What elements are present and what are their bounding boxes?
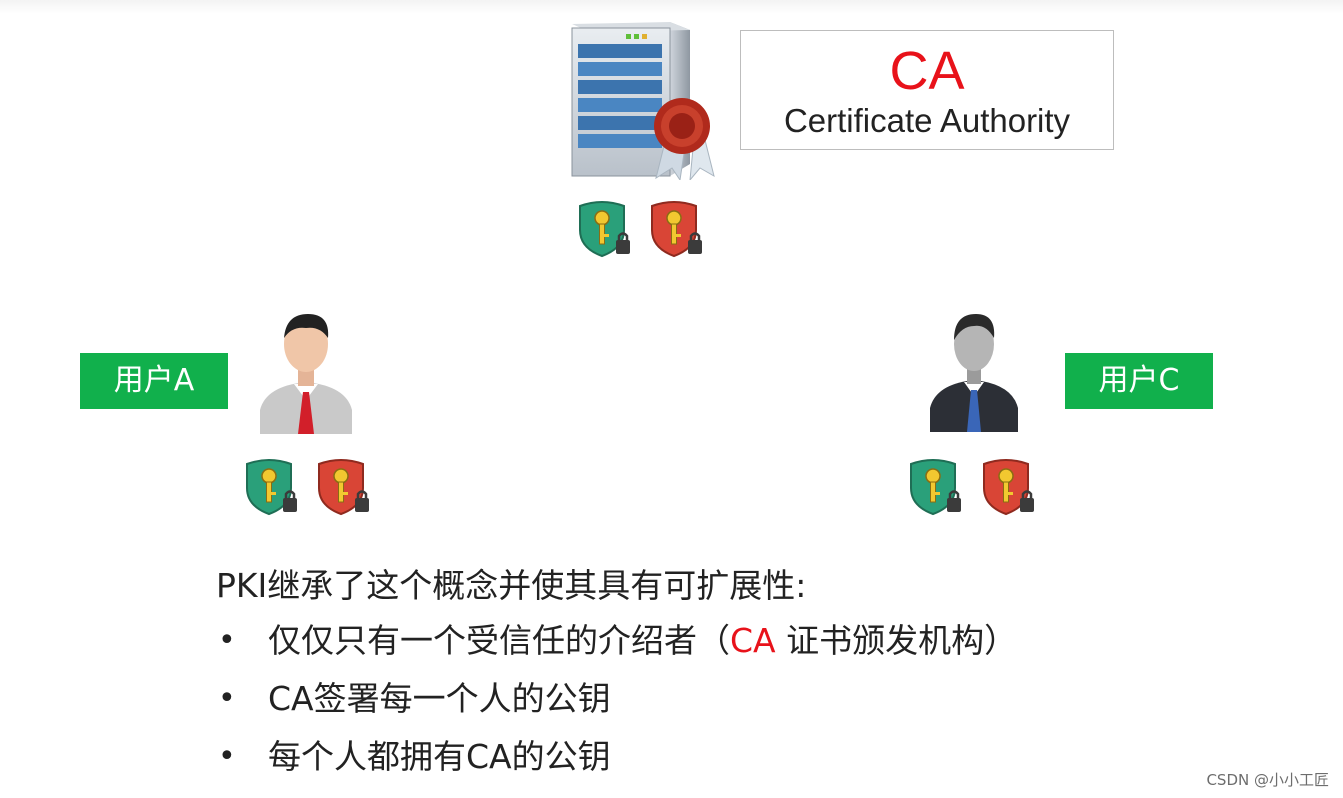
user-a-person-icon — [260, 314, 352, 434]
bullet-1-highlight: CA — [730, 621, 776, 660]
bullet-3-text: 每个人都拥有CA的公钥 — [268, 737, 611, 776]
bullet-section: PKI继承了这个概念并使其具有可扩展性: • 仅仅只有一个受信任的介绍者（CA … — [216, 560, 1216, 786]
user-c-person-icon — [930, 314, 1018, 432]
ca-subtitle: Certificate Authority — [783, 102, 1071, 139]
bullet-1-text-after: 证书颁发机构） — [775, 621, 1018, 660]
bullet-item-1: • 仅仅只有一个受信任的介绍者（CA 证书颁发机构） — [216, 612, 1216, 670]
user-a-private-key-icon — [318, 459, 369, 516]
user-c-public-key-icon — [910, 459, 961, 516]
user-c-label: 用户C — [1065, 353, 1213, 409]
bullet-item-3: • 每个人都拥有CA的公钥 — [216, 728, 1216, 786]
bullet-symbol: • — [218, 623, 236, 658]
public-key-shield-icon — [579, 201, 630, 258]
ca-label-box: CA Certificate Authority — [740, 30, 1114, 150]
ca-title: CA — [889, 41, 965, 101]
user-a-label: 用户A — [80, 353, 228, 409]
intro-text: PKI继承了这个概念并使其具有可扩展性: — [216, 566, 807, 605]
certificate-seal-icon — [654, 98, 715, 180]
user-c-private-key-icon — [983, 459, 1034, 516]
bullet-symbol: • — [218, 681, 236, 716]
watermark: CSDN @小小工匠 — [1206, 771, 1329, 789]
bullet-2-text: CA签署每一个人的公钥 — [268, 679, 611, 718]
bullet-1-text-before: 仅仅只有一个受信任的介绍者（ — [268, 621, 730, 660]
bullet-symbol: • — [218, 739, 236, 774]
bullet-item-2: • CA签署每一个人的公钥 — [216, 670, 1216, 728]
user-a-public-key-icon — [246, 459, 297, 516]
private-key-shield-icon — [651, 201, 702, 258]
server-icon — [571, 22, 690, 177]
